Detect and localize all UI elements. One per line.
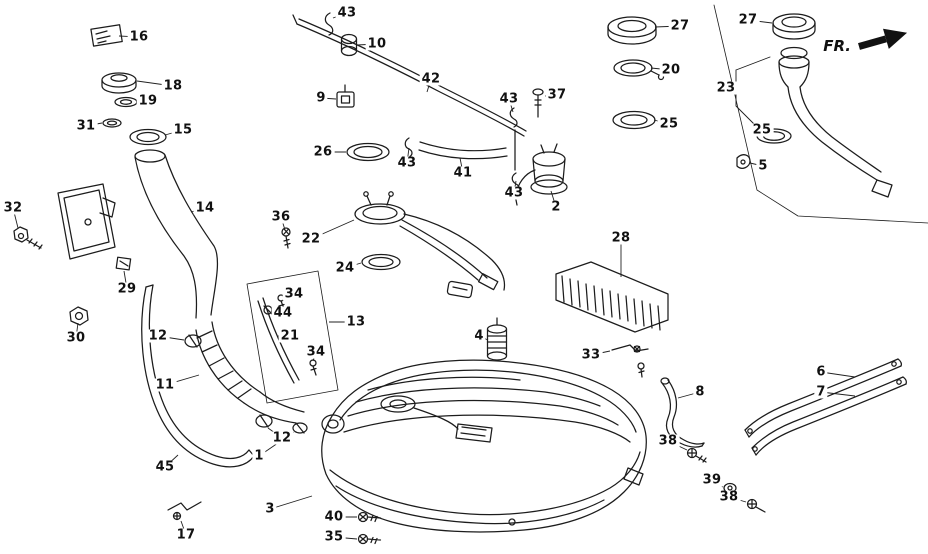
vent-hose-45: [141, 284, 255, 468]
filler-cap-left-group: [607, 16, 665, 130]
fuel-tubes: [292, 12, 544, 206]
hinge-bolt-32: [13, 226, 43, 250]
leader-line: [356, 43, 378, 46]
caution-plate: [90, 24, 123, 47]
leader-line: [12, 207, 19, 229]
pipe-bracket-17: [167, 501, 202, 521]
leader-line: [180, 520, 187, 536]
tank-straps: [744, 358, 907, 456]
leader-line: [310, 219, 355, 240]
leader-line: [650, 67, 672, 71]
leader-line: [677, 391, 701, 399]
fuel-lid: [57, 183, 116, 260]
vent-valve-2: [515, 143, 568, 195]
leader-line: [654, 25, 681, 28]
leader-line: [85, 122, 103, 127]
leader-line: [459, 157, 464, 174]
vent-hose-8: [660, 377, 705, 448]
leader-line: [590, 350, 611, 356]
leader-line: [269, 495, 313, 510]
leader-line: [258, 431, 295, 457]
leader-line: [135, 100, 149, 103]
leader-line: [478, 335, 489, 341]
leader-line: [282, 293, 295, 299]
leader-line: [820, 371, 856, 378]
leader-line: [711, 479, 724, 488]
heat-shield-28: [555, 261, 669, 333]
fuel-sender-unit: [346, 142, 506, 299]
leader-line: [749, 162, 764, 167]
leader-line: [344, 262, 362, 269]
breather-tube-group: [246, 227, 339, 404]
leader-line: [406, 147, 410, 164]
leader-line: [332, 12, 348, 19]
tank-bolts: [357, 511, 382, 545]
leader-line: [164, 129, 184, 136]
fuel-tank: [292, 359, 647, 533]
leader-line: [190, 207, 206, 213]
leader-line: [164, 374, 200, 386]
nut-30: [69, 306, 89, 326]
leader-line: [728, 496, 747, 503]
fr-arrow-icon: [858, 28, 908, 50]
clip-29: [115, 256, 132, 271]
bracket-33: [611, 344, 649, 378]
strap-bolts: [686, 447, 766, 513]
leader-line: [270, 309, 284, 314]
one-way-valve-4: [486, 317, 508, 361]
filler-cap-stack: [101, 72, 138, 128]
leader-line: [267, 427, 283, 439]
fr-label: FR.: [823, 37, 851, 55]
leader-line: [333, 536, 358, 540]
leader-line: [164, 454, 179, 468]
leader-lines: [12, 12, 856, 540]
leader-line: [653, 119, 670, 125]
leader-line: [544, 94, 558, 97]
leader-line: [747, 19, 773, 24]
filler-neck-and-pipe: [129, 128, 305, 428]
leader-line: [75, 322, 79, 339]
leader-line: [157, 335, 185, 341]
leader-line: [320, 97, 337, 100]
leader-line: [136, 80, 174, 87]
leader-line: [123, 270, 128, 290]
